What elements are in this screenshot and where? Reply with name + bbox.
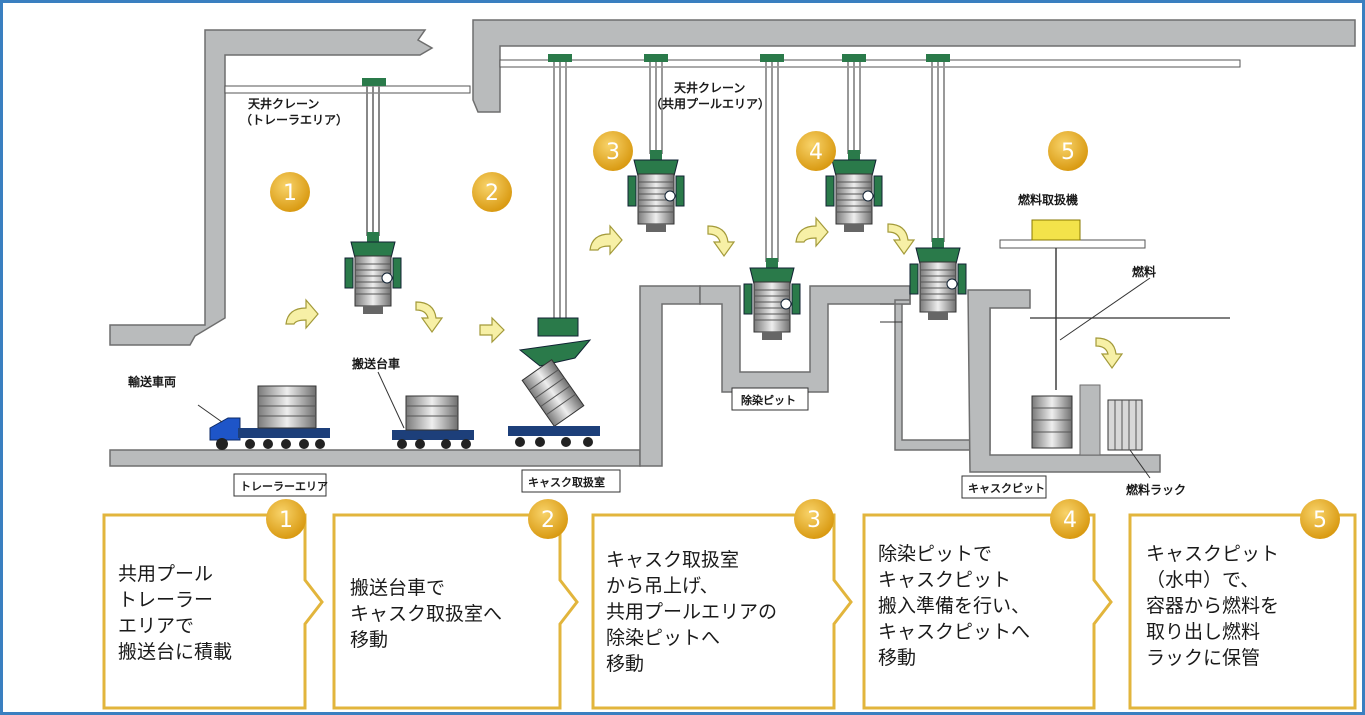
fuel-label: 燃料 xyxy=(1132,264,1156,279)
svg-text:4: 4 xyxy=(809,140,823,165)
badge-upper-3: 3 xyxy=(593,131,633,171)
step-box-5: 5 キャスクピット （水中）で、 容器から燃料を 取り出し燃料 ラックに保管 xyxy=(1128,499,1357,710)
building-walls xyxy=(109,19,1356,473)
crane-trailer-label-2: （トレーラエリア） xyxy=(240,112,348,127)
svg-text:4: 4 xyxy=(1063,508,1077,533)
step-4-line-5: 移動 xyxy=(878,647,916,669)
svg-text:5: 5 xyxy=(1313,508,1327,533)
step-5-line-3: 容器から燃料を xyxy=(1146,595,1279,617)
step-2-line-2: キャスク取扱室へ xyxy=(350,603,502,625)
step-3-line-2: から吊上げ、 xyxy=(606,575,719,597)
cask-in-pit xyxy=(1031,395,1073,449)
step-5-line-4: 取り出し燃料 xyxy=(1146,621,1260,643)
crane-pool-hoists xyxy=(548,54,967,341)
tag-cask-pit: キャスクピット xyxy=(961,475,1047,499)
svg-text:1: 1 xyxy=(283,181,297,206)
fuel-rack-label: 燃料ラック xyxy=(1126,482,1186,497)
badge-upper-2: 2 xyxy=(472,172,512,212)
cask-tilting xyxy=(508,317,600,447)
step-1-line-2: トレーラー xyxy=(118,589,213,611)
step-box-3: 3 キャスク取扱室 から吊上げ、 共用プールエリアの 除染ピットへ 移動 xyxy=(591,499,853,710)
svg-text:5: 5 xyxy=(1061,140,1075,165)
svg-text:2: 2 xyxy=(541,508,555,533)
badge-upper-5: 5 xyxy=(1048,131,1088,171)
svg-text:トレーラーエリア: トレーラーエリア xyxy=(240,480,328,493)
badge-upper-1: 1 xyxy=(270,172,310,212)
tag-trailer-area: トレーラーエリア xyxy=(233,473,328,497)
step-5-line-5: ラックに保管 xyxy=(1146,647,1260,669)
step-4-line-3: 搬入準備を行い、 xyxy=(878,595,1030,617)
step-2-line-3: 移動 xyxy=(350,629,388,651)
step-2-line-1: 搬送台車で xyxy=(350,577,445,599)
step-5-line-1: キャスクピット xyxy=(1146,543,1279,565)
transport-cart-label: 搬送台車 xyxy=(352,356,400,371)
leader-lines xyxy=(197,277,1151,479)
badge-upper-4: 4 xyxy=(796,131,836,171)
step-4-line-1: 除染ピットで xyxy=(878,543,992,565)
step-1-line-1: 共用プール xyxy=(118,563,213,585)
svg-text:キャスクピット: キャスクピット xyxy=(968,482,1045,495)
step-1-line-3: エリアで xyxy=(118,615,194,637)
crane-pool-label-1: 天井クレーン xyxy=(674,80,745,95)
motion-arrows xyxy=(285,217,1123,369)
crane-trailer-label-1: 天井クレーン xyxy=(248,96,319,111)
step-box-4: 4 除染ピットで キャスクピット 搬入準備を行い、 キャスクピットへ 移動 xyxy=(862,499,1113,710)
svg-text:3: 3 xyxy=(807,508,821,533)
crane-pool-label-2: （共用プールエリア） xyxy=(650,96,770,111)
svg-text:1: 1 xyxy=(279,508,293,533)
step-5-line-2: （水中）で、 xyxy=(1146,569,1259,591)
step-3-line-4: 除染ピットへ xyxy=(606,627,720,649)
step-box-2: 2 搬送台車で キャスク取扱室へ 移動 xyxy=(332,499,579,710)
step-3-line-5: 移動 xyxy=(606,653,644,675)
step-box-1: 1 共用プール トレーラー エリアで 搬送台に積載 xyxy=(102,499,324,710)
svg-text:3: 3 xyxy=(606,140,620,165)
svg-text:除染ピット: 除染ピット xyxy=(741,393,796,407)
fuel-handling-machine xyxy=(999,219,1146,390)
svg-text:2: 2 xyxy=(485,181,499,206)
step-4-line-4: キャスクピットへ xyxy=(878,621,1030,643)
step-4-line-2: キャスクピット xyxy=(878,569,1011,591)
crane-rails xyxy=(224,59,1241,94)
step-1-line-4: 搬送台に積載 xyxy=(118,641,232,663)
transport-vehicle xyxy=(209,385,330,450)
fuel-handler-label: 燃料取扱機 xyxy=(1018,192,1078,207)
tag-decon-pit: 除染ピット xyxy=(731,387,809,411)
crane-trailer-area xyxy=(344,78,402,315)
step-3-line-3: 共用プールエリアの xyxy=(606,601,777,623)
step-3-line-1: キャスク取扱室 xyxy=(606,549,739,571)
transport-cart xyxy=(392,395,474,449)
tag-cask-room: キャスク取扱室 xyxy=(521,469,621,493)
svg-text:キャスク取扱室: キャスク取扱室 xyxy=(528,475,605,489)
fuel-rack-graphic xyxy=(1107,399,1143,451)
transport-vehicle-label: 輸送車両 xyxy=(128,374,176,389)
